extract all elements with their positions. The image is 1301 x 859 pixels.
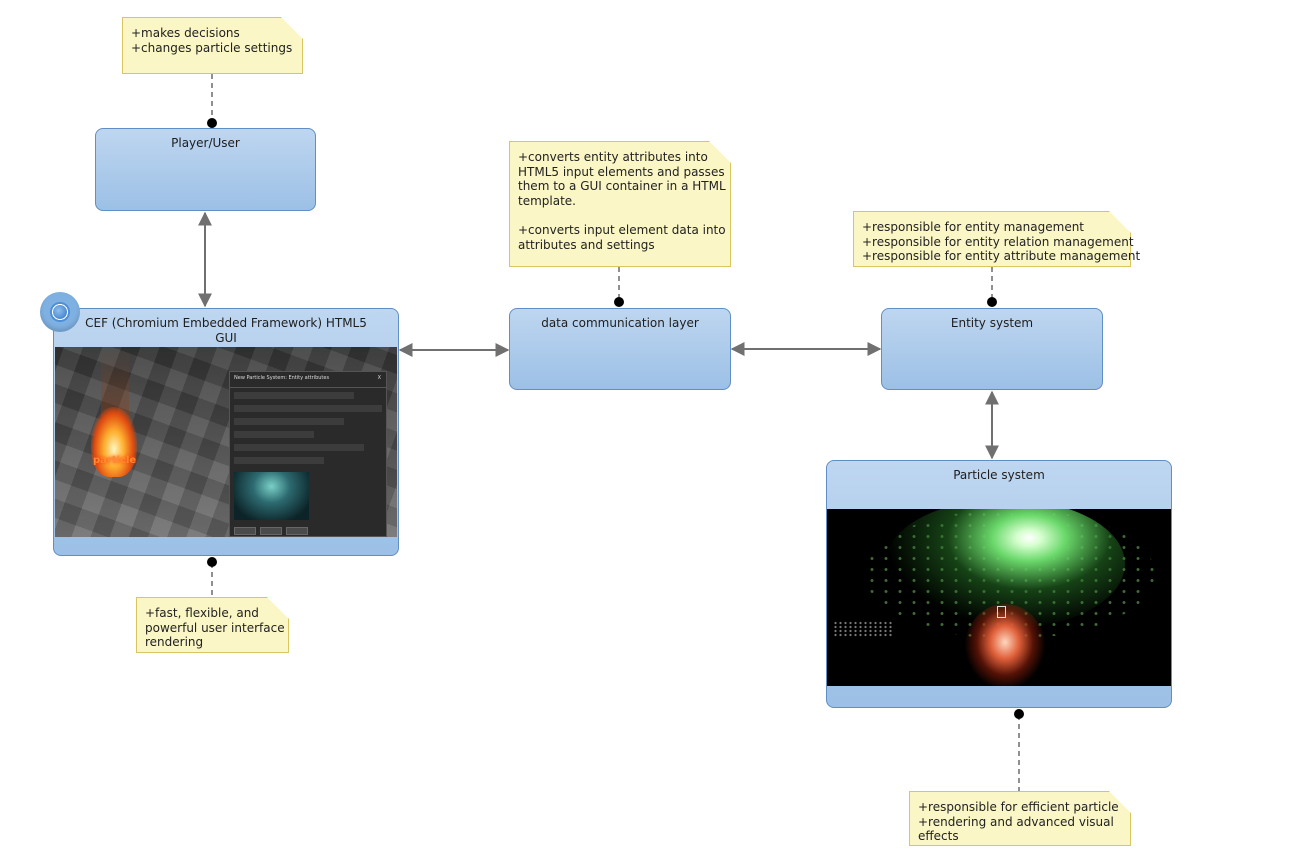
note-line xyxy=(518,208,722,223)
note-line: +makes decisions xyxy=(131,26,240,40)
note-line: template. xyxy=(518,193,576,208)
particle-system-box[interactable]: Particle system xyxy=(826,460,1172,708)
cef-screenshot: particle New Particle System: Entity att… xyxy=(55,347,397,537)
particle-scatter xyxy=(833,621,893,637)
player-user-box[interactable]: Player/User xyxy=(95,128,316,211)
dialog-row xyxy=(234,405,382,412)
note-anchor-cef xyxy=(207,557,217,567)
chromium-logo-icon xyxy=(40,292,80,332)
dialog-row xyxy=(234,418,344,425)
dialog-row xyxy=(234,392,354,399)
fire-particle-effect xyxy=(91,407,137,477)
note-entity: +responsible for entity management +resp… xyxy=(853,211,1141,267)
dialog-button xyxy=(260,527,282,535)
box-title: CEF (Chromium Embedded Framework) HTML5 … xyxy=(54,316,398,345)
note-line: HTML5 input elements and passes xyxy=(518,164,725,179)
note-player: +makes decisions +changes particle setti… xyxy=(122,17,303,74)
note-line: attributes and settings xyxy=(518,237,655,252)
note-line: +rendering and advanced visual xyxy=(918,814,1114,829)
note-line: +fast, flexible, and xyxy=(145,606,259,620)
box-title: Particle system xyxy=(953,468,1045,482)
note-anchor-entity xyxy=(987,297,997,307)
entity-system-box[interactable]: Entity system xyxy=(881,308,1103,390)
note-particle: +responsible for efficient particle +ren… xyxy=(909,791,1131,846)
box-title-line: CEF (Chromium Embedded Framework) HTML5 xyxy=(85,316,367,330)
note-line: effects xyxy=(918,829,959,844)
note-line: rendering xyxy=(145,635,204,650)
note-anchor-particle xyxy=(1014,709,1024,719)
dialog-header: New Particle System: Entity attributes X xyxy=(230,372,386,388)
note-line: +converts input element data into xyxy=(518,222,726,237)
dialog-preview-image xyxy=(234,472,309,520)
close-icon: X xyxy=(377,375,381,381)
note-anchor-player xyxy=(207,118,217,128)
box-title: Player/User xyxy=(171,136,240,150)
note-line: +converts entity attributes into xyxy=(518,150,708,164)
note-datalayer: +converts entity attributes into HTML5 i… xyxy=(509,141,731,267)
note-cef: +fast, flexible, and powerful user inter… xyxy=(136,597,289,653)
fire-label: particle xyxy=(93,455,137,466)
note-line: them to a GUI container in a HTML xyxy=(518,179,726,194)
box-title-line: GUI xyxy=(215,330,237,345)
dialog-title: New Particle System: Entity attributes xyxy=(234,375,330,381)
note-line: +responsible for entity relation managem… xyxy=(862,234,1134,249)
dialog-row xyxy=(234,444,364,451)
data-communication-layer-box[interactable]: data communication layer xyxy=(509,308,731,390)
cef-gui-box[interactable]: CEF (Chromium Embedded Framework) HTML5 … xyxy=(53,308,399,556)
dialog-row xyxy=(234,457,324,464)
particle-screenshot xyxy=(827,509,1171,686)
box-title: Entity system xyxy=(950,316,1034,330)
emitter-marker xyxy=(997,606,1006,618)
entity-attributes-dialog: New Particle System: Entity attributes X xyxy=(229,371,387,537)
box-title: data communication layer xyxy=(541,316,699,330)
dialog-button xyxy=(234,527,256,535)
dialog-row xyxy=(234,431,314,438)
note-line: +responsible for efficient particle xyxy=(918,800,1119,814)
dialog-button xyxy=(286,527,308,535)
note-line: +responsible for entity attribute manage… xyxy=(862,249,1141,264)
note-anchor-datalayer xyxy=(614,297,624,307)
note-line: +changes particle settings xyxy=(131,40,293,55)
note-line: powerful user interface xyxy=(145,620,285,635)
note-line: +responsible for entity management xyxy=(862,220,1085,234)
